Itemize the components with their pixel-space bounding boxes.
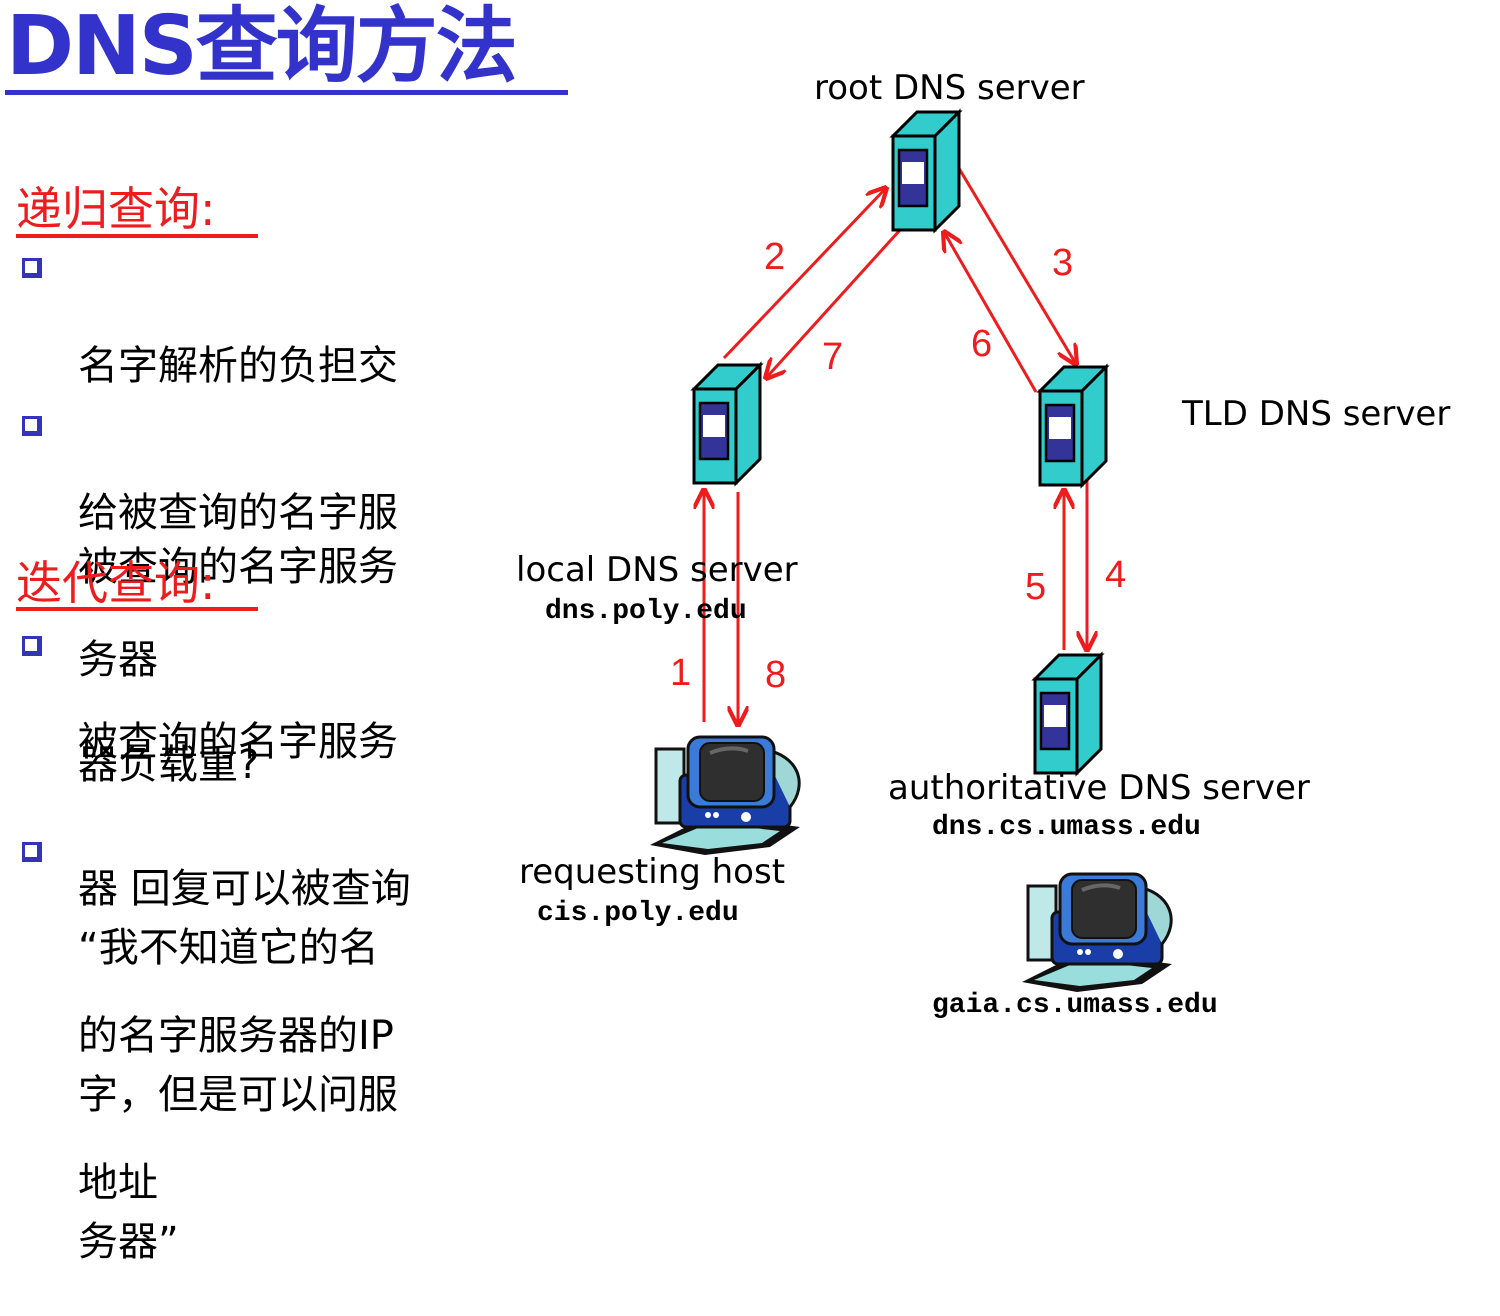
step-number: 5 — [1025, 566, 1047, 608]
target-host-name: gaia.cs.umass.edu — [932, 990, 1218, 1021]
arrow-step-7 — [766, 228, 902, 378]
bullet-line: 给被查询的名字服 — [78, 490, 398, 536]
page-title: DNS查询方法 — [6, 0, 518, 94]
recursive-heading: 递归查询: — [16, 182, 216, 236]
tld-server-icon — [1038, 365, 1108, 487]
dns-query-diagram — [648, 110, 1174, 994]
root-server-label: root DNS server — [814, 68, 1085, 108]
square-bullet-icon — [22, 636, 42, 656]
square-bullet-icon — [22, 842, 42, 862]
requesting-host-computer-icon — [648, 735, 802, 857]
local-server-host: dns.poly.edu — [545, 596, 747, 627]
recursive-heading-underline — [16, 234, 258, 238]
step-number: 1 — [670, 652, 692, 694]
recursive-bullet-2: 被查询的名字服务 器负载重? — [78, 402, 398, 864]
bullet-line: 器负载重? — [78, 742, 260, 788]
authoritative-server-icon — [1033, 653, 1103, 775]
authoritative-server-host: dns.cs.umass.edu — [932, 812, 1201, 843]
bullet-line: “我不知道它的名 — [78, 925, 379, 971]
arrow-step-2 — [722, 188, 886, 360]
local-server-label: local DNS server — [516, 550, 798, 590]
tld-server-label: TLD DNS server — [1182, 394, 1451, 434]
arrow-step-6 — [944, 232, 1038, 393]
iterative-heading: 迭代查询: — [16, 556, 216, 610]
iterative-heading-underline — [16, 607, 258, 611]
target-host-computer-icon — [1020, 872, 1174, 994]
title-underline — [5, 90, 568, 95]
step-number: 2 — [764, 236, 786, 278]
recursive-bullet-1: 名字解析的负担交 给被查询的名字服 务器 — [78, 244, 398, 734]
step-number: 8 — [765, 654, 787, 696]
arrows — [704, 164, 1087, 725]
arrow-step-3 — [955, 164, 1076, 364]
square-bullet-icon — [22, 258, 42, 278]
root-server-icon — [891, 110, 961, 232]
step-number: 4 — [1105, 554, 1127, 596]
bullet-line: 务器” — [78, 1219, 179, 1265]
step-number: 7 — [822, 336, 844, 378]
step-number: 3 — [1052, 242, 1074, 284]
bullet-line: 务器 — [78, 637, 158, 683]
requesting-host-label: requesting host — [519, 852, 786, 892]
bullet-line: 名字解析的负担交 — [78, 343, 398, 389]
authoritative-server-label: authoritative DNS server — [888, 768, 1310, 808]
bullet-line: 器 回复可以被查询 — [78, 866, 411, 912]
bullet-line: 被查询的名字服务 — [78, 544, 398, 590]
local-server-icon — [692, 363, 762, 485]
requesting-host-name: cis.poly.edu — [537, 898, 739, 929]
bullet-line: 字，但是可以问服 — [78, 1072, 398, 1118]
square-bullet-icon — [22, 416, 42, 436]
step-number: 6 — [971, 323, 993, 365]
bullet-line: 被查询的名字服务 — [78, 719, 398, 765]
